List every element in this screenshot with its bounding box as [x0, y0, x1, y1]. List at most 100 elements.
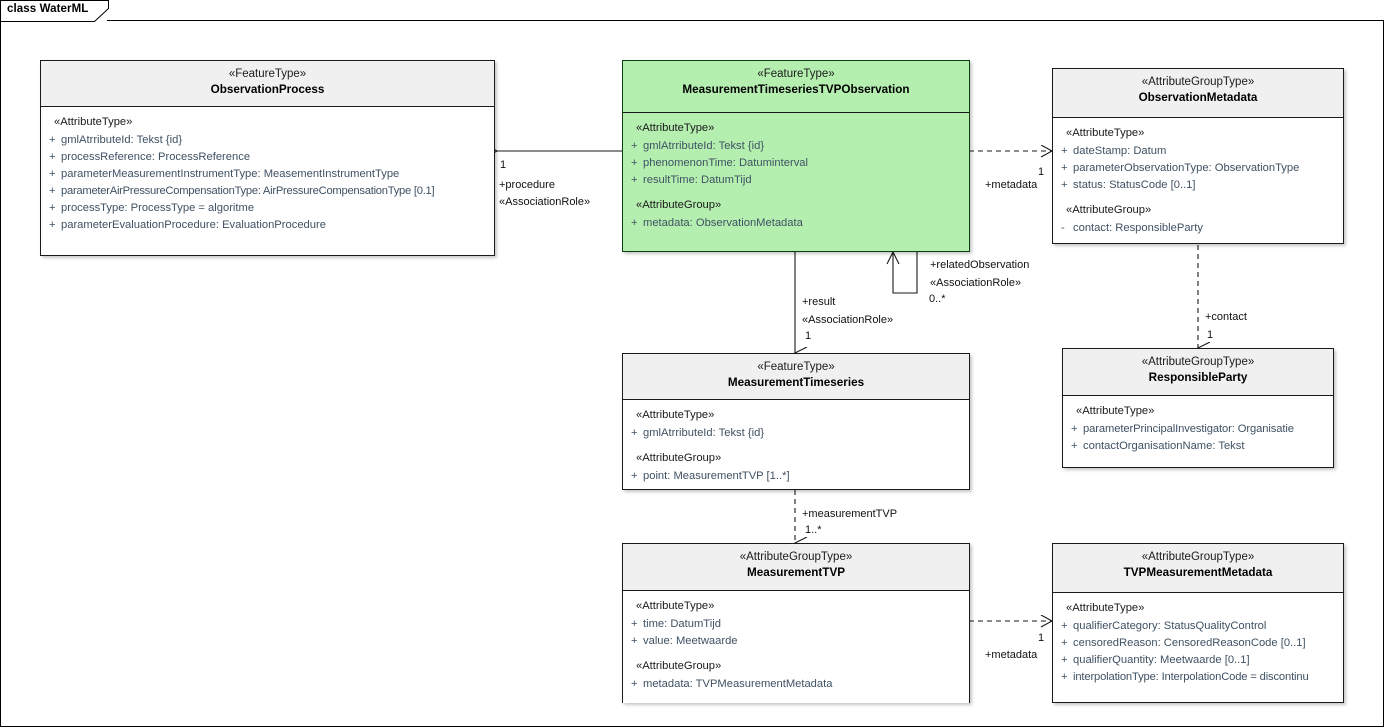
class-body: «AttributeType» + dateStamp: Datum + par… [1053, 118, 1343, 243]
attribute-row[interactable]: + gmlAtrributeId: Tekst {id} [623, 425, 969, 442]
visibility-marker: - [1061, 222, 1065, 234]
attribute-group-label: «AttributeGroup» [636, 452, 722, 464]
attribute-row[interactable]: + interpolationType: InterpolationCode =… [1053, 669, 1343, 686]
attribute-row[interactable]: + qualifierQuantity: Meetwaarde [0..1] [1053, 652, 1343, 669]
connector-related-observation-multiplicity: 0..* [929, 293, 946, 305]
class-header: «AttributeGroupType» TVPMeasurementMetad… [1053, 544, 1343, 593]
attribute-text: contact: ResponsibleParty [1073, 222, 1203, 234]
class-header: «FeatureType» MeasurementTimeseries [623, 354, 969, 400]
class-header: «FeatureType» MeasurementTimeseriesTVPOb… [623, 61, 969, 113]
connector-metadata-tvp-role: +metadata [985, 649, 1038, 661]
class-header: «AttributeGroupType» ObservationMetadata [1053, 69, 1343, 118]
class-header: «FeatureType» ObservationProcess [41, 61, 494, 107]
attribute-group-label: «AttributeGroup» [1066, 204, 1152, 216]
attribute-group-label: «AttributeType» [1066, 602, 1145, 614]
attribute-row[interactable]: + processReference: ProcessReference [41, 149, 494, 166]
attribute-row[interactable]: + time: DatumTijd [623, 616, 969, 633]
class-body: «AttributeType» + qualifierCategory: Sta… [1053, 593, 1343, 702]
connector-related-observation-stereotype: «AssociationRole» [930, 277, 1022, 289]
attribute-row[interactable]: + value: Meetwaarde [623, 633, 969, 650]
attribute-row[interactable]: + metadata: TVPMeasurementMetadata [623, 676, 969, 693]
attribute-row[interactable]: + processType: ProcessType = algoritme [41, 200, 494, 217]
class-header: «AttributeGroupType» MeasurementTVP [623, 544, 969, 591]
visibility-marker: + [631, 174, 638, 186]
class-stereotype: «FeatureType» [757, 361, 835, 373]
attribute-row[interactable]: + censoredReason: CensoredReasonCode [0.… [1053, 635, 1343, 652]
connector-measurement-tvp-multiplicity: 1..* [805, 524, 822, 536]
attribute-row[interactable]: + gmlAtrributeId: Tekst {id} [623, 138, 969, 155]
attribute-text: processType: ProcessType = algoritme [61, 202, 255, 214]
class-name: MeasurementTVP [746, 566, 846, 579]
class-stereotype: «AttributeGroupType» [739, 551, 853, 563]
attribute-row[interactable]: + parameterPrincipalInvestigator: Organi… [1063, 421, 1333, 438]
attribute-text: point: MeasurementTVP [1..*] [643, 470, 790, 482]
connector-contact-role: +contact [1205, 311, 1247, 323]
visibility-marker: + [1061, 637, 1068, 649]
attribute-text: time: DatumTijd [643, 618, 721, 630]
class-responsible-party[interactable]: «AttributeGroupType» ResponsibleParty «A… [1062, 348, 1334, 468]
attribute-row[interactable]: + gmlAtrributeId: Tekst {id} [41, 132, 494, 149]
attribute-row[interactable]: + qualifierCategory: StatusQualityContro… [1053, 618, 1343, 635]
visibility-marker: + [49, 168, 56, 180]
visibility-marker: + [1061, 654, 1068, 666]
class-stereotype: «FeatureType» [228, 68, 307, 80]
visibility-marker: + [631, 678, 638, 690]
attribute-group-label: «AttributeType» [636, 122, 715, 134]
class-name: TVPMeasurementMetadata [1123, 566, 1273, 579]
diagram-frame-tab: class WaterML [0, 0, 109, 22]
connector-related-observation [886, 250, 918, 294]
visibility-marker: + [1061, 671, 1068, 683]
attribute-group-label: «AttributeType» [636, 409, 715, 421]
visibility-marker: + [1071, 423, 1078, 435]
visibility-marker: + [631, 427, 638, 439]
diagram-frame-top-edge [107, 20, 1384, 21]
attribute-text: resultTime: DatumTijd [643, 174, 752, 186]
attribute-row[interactable]: + parameterMeasurementInstrumentType: Me… [41, 166, 494, 183]
connector-metadata-observation-multiplicity: 1 [1038, 166, 1045, 178]
attribute-text: gmlAtrributeId: Tekst {id} [643, 427, 765, 439]
visibility-marker: + [631, 217, 638, 229]
attribute-text: qualifierQuantity: Meetwaarde [0..1] [1073, 654, 1250, 666]
attribute-row[interactable]: + point: MeasurementTVP [1..*] [623, 468, 969, 485]
visibility-marker: + [1061, 162, 1068, 174]
attribute-row[interactable]: + parameterObservationType: ObservationT… [1053, 160, 1343, 177]
class-measurement-tvp[interactable]: «AttributeGroupType» MeasurementTVP «Att… [622, 543, 970, 703]
connector-result-role: +result [802, 296, 836, 308]
class-name: MeasurementTimeseriesTVPObservation [682, 83, 910, 96]
attribute-text: gmlAtrributeId: Tekst {id} [61, 134, 183, 146]
attribute-text: phenomenonTime: Datuminterval [643, 157, 808, 169]
visibility-marker: + [631, 470, 638, 482]
visibility-marker: + [1071, 440, 1078, 452]
attribute-text: parameterEvaluationProcedure: Evaluation… [61, 219, 326, 231]
attribute-text: status: StatusCode [0..1] [1073, 179, 1196, 191]
attribute-row[interactable]: + dateStamp: Datum [1053, 143, 1343, 160]
class-tvp-measurement-metadata[interactable]: «AttributeGroupType» TVPMeasurementMetad… [1052, 543, 1344, 703]
attribute-text: parameterObservationType: ObservationTyp… [1073, 162, 1300, 174]
attribute-row[interactable]: + parameterEvaluationProcedure: Evaluati… [41, 217, 494, 234]
class-observation-process[interactable]: «FeatureType» ObservationProcess «Attrib… [40, 60, 495, 256]
class-stereotype: «FeatureType» [757, 68, 835, 80]
class-measurement-timeseries[interactable]: «FeatureType» MeasurementTimeseries «Att… [622, 353, 970, 490]
attribute-row[interactable]: + resultTime: DatumTijd [623, 172, 969, 189]
class-body: «AttributeType» + parameterPrincipalInve… [1063, 396, 1333, 467]
class-body: «AttributeType» + gmlAtrributeId: Tekst … [623, 400, 969, 489]
attribute-text: censoredReason: CensoredReasonCode [0..1… [1073, 637, 1306, 649]
attribute-row[interactable]: - contact: ResponsibleParty [1053, 220, 1343, 237]
attribute-text: qualifierCategory: StatusQualityControl [1073, 620, 1267, 632]
class-stereotype: «AttributeGroupType» [1141, 76, 1255, 88]
connector-measurement-tvp-role: +measurementTVP [802, 508, 898, 520]
attribute-row[interactable]: + contactOrganisationName: Tekst [1063, 438, 1333, 455]
class-observation-metadata[interactable]: «AttributeGroupType» ObservationMetadata… [1052, 68, 1344, 244]
class-name: ObservationProcess [210, 83, 325, 96]
visibility-marker: + [49, 151, 56, 163]
class-measurement-timeseries-tvp-observation[interactable]: «FeatureType» MeasurementTimeseriesTVPOb… [622, 60, 970, 252]
class-stereotype: «AttributeGroupType» [1141, 356, 1255, 368]
attribute-row[interactable]: + phenomenonTime: Datuminterval [623, 155, 969, 172]
visibility-marker: + [49, 134, 56, 146]
attribute-row[interactable]: + metadata: ObservationMetadata [623, 215, 969, 232]
connector-result-stereotype: «AssociationRole» [802, 314, 894, 326]
visibility-marker: + [631, 157, 638, 169]
attribute-row[interactable]: + parameterAirPressureCompensationType: … [41, 183, 494, 200]
connector-metadata-observation-role: +metadata [985, 179, 1038, 191]
attribute-row[interactable]: + status: StatusCode [0..1] [1053, 177, 1343, 194]
